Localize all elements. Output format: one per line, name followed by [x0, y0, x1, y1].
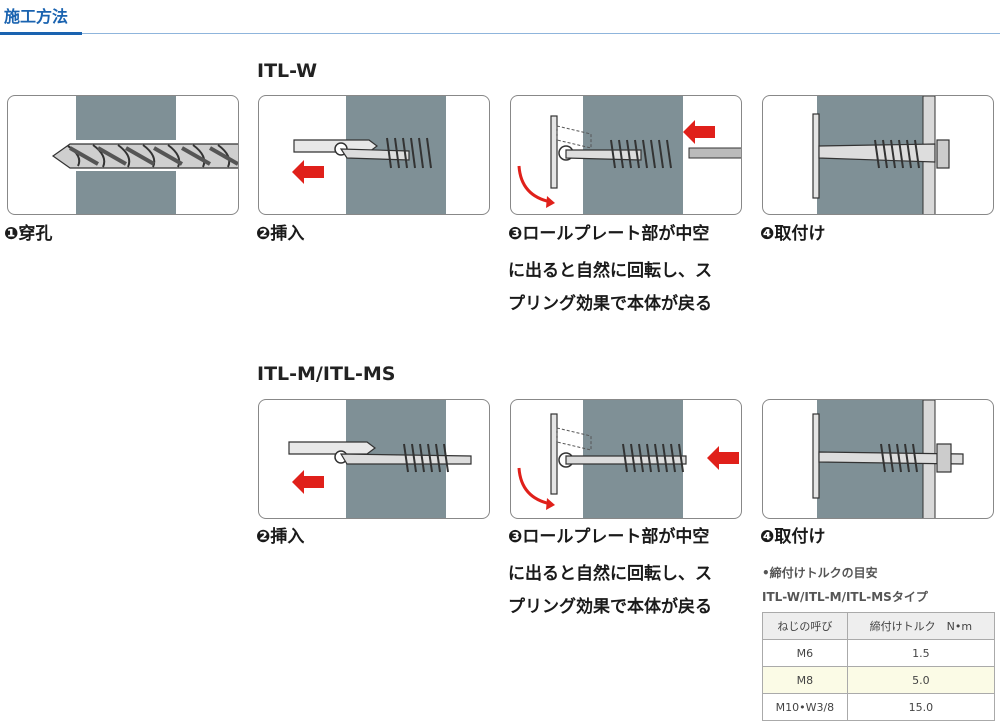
step-rotate-label-line3: プリング効果で本体が戻る — [508, 294, 712, 314]
panel-fix-itlw — [762, 95, 994, 215]
panel-rotate-itlw — [510, 95, 742, 215]
panel-fix-itlm — [762, 399, 994, 519]
table-cell: M8 — [762, 666, 848, 694]
rotate-arrow-icon — [517, 467, 552, 506]
table-row: M8 5.0 — [762, 666, 996, 694]
table-row: M10•W3/8 15.0 — [762, 693, 996, 721]
table-cell: 1.5 — [846, 639, 996, 667]
panel-rotate-itlm — [510, 399, 742, 519]
header-divider — [0, 33, 1000, 34]
table-cell: 5.0 — [846, 666, 996, 694]
toggle-anchor-icon — [288, 400, 472, 518]
nut-icon — [936, 443, 952, 473]
table-cell: 15.0 — [846, 693, 996, 721]
insert-arrow-icon — [707, 446, 739, 470]
toggle-anchor-icon — [292, 96, 446, 214]
step-rotate-label-itlm-line3: プリング効果で本体が戻る — [508, 597, 712, 617]
step-insert-label-itlm: ❷挿入 — [256, 527, 305, 547]
toggle-anchor-icon — [517, 400, 739, 518]
drill-bit-icon — [51, 96, 238, 214]
toggle-anchor-icon — [812, 400, 964, 518]
step-drilling-label: ❶穿孔 — [4, 224, 53, 244]
step-rotate-label-line2: に出ると自然に回転し、ス — [508, 261, 712, 281]
table-cell: M10•W3/8 — [762, 693, 848, 721]
header-divider-accent — [0, 32, 82, 35]
panel-insert-itlw — [258, 95, 490, 215]
rotate-arrow-icon — [517, 165, 552, 204]
nut-icon — [936, 139, 950, 169]
insert-arrow-icon — [292, 160, 324, 184]
step-rotate-label-itlm-line2: に出ると自然に回転し、ス — [508, 564, 712, 584]
panel-drilling — [7, 95, 239, 215]
insert-arrow-icon — [292, 470, 324, 494]
table-row: M6 1.5 — [762, 639, 996, 667]
panel-insert-itlm — [258, 399, 490, 519]
table-cell: M6 — [762, 639, 848, 667]
section-title-itl-w: ITL-W — [257, 60, 318, 82]
step-fix-label-itlm: ❹取付け — [760, 527, 826, 547]
toggle-anchor-icon — [812, 96, 950, 214]
insert-arrow-icon — [683, 120, 715, 144]
step-insert-label: ❷挿入 — [256, 224, 305, 244]
step-rotate-label-itlm-line1: ❸ロールプレート部が中空 — [508, 527, 710, 547]
table-header-row: ねじの呼び 締付けトルク N•m — [762, 612, 996, 640]
toggle-anchor-icon — [517, 96, 741, 214]
step-fix-label: ❹取付け — [760, 224, 826, 244]
torque-subtitle: ITL-W/ITL-M/ITL-MSタイプ — [762, 590, 928, 604]
section-title-itl-m: ITL-M/ITL-MS — [257, 363, 396, 385]
torque-table: ねじの呼び 締付けトルク N•m M6 1.5 M8 5.0 M10•W3/8 … — [762, 612, 996, 721]
column-header-thread: ねじの呼び — [762, 612, 848, 640]
page-title: 施工方法 — [4, 7, 69, 26]
column-header-torque: 締付けトルク N•m — [846, 612, 996, 640]
torque-note: •締付けトルクの目安 — [762, 566, 878, 580]
step-rotate-label-line1: ❸ロールプレート部が中空 — [508, 224, 710, 244]
